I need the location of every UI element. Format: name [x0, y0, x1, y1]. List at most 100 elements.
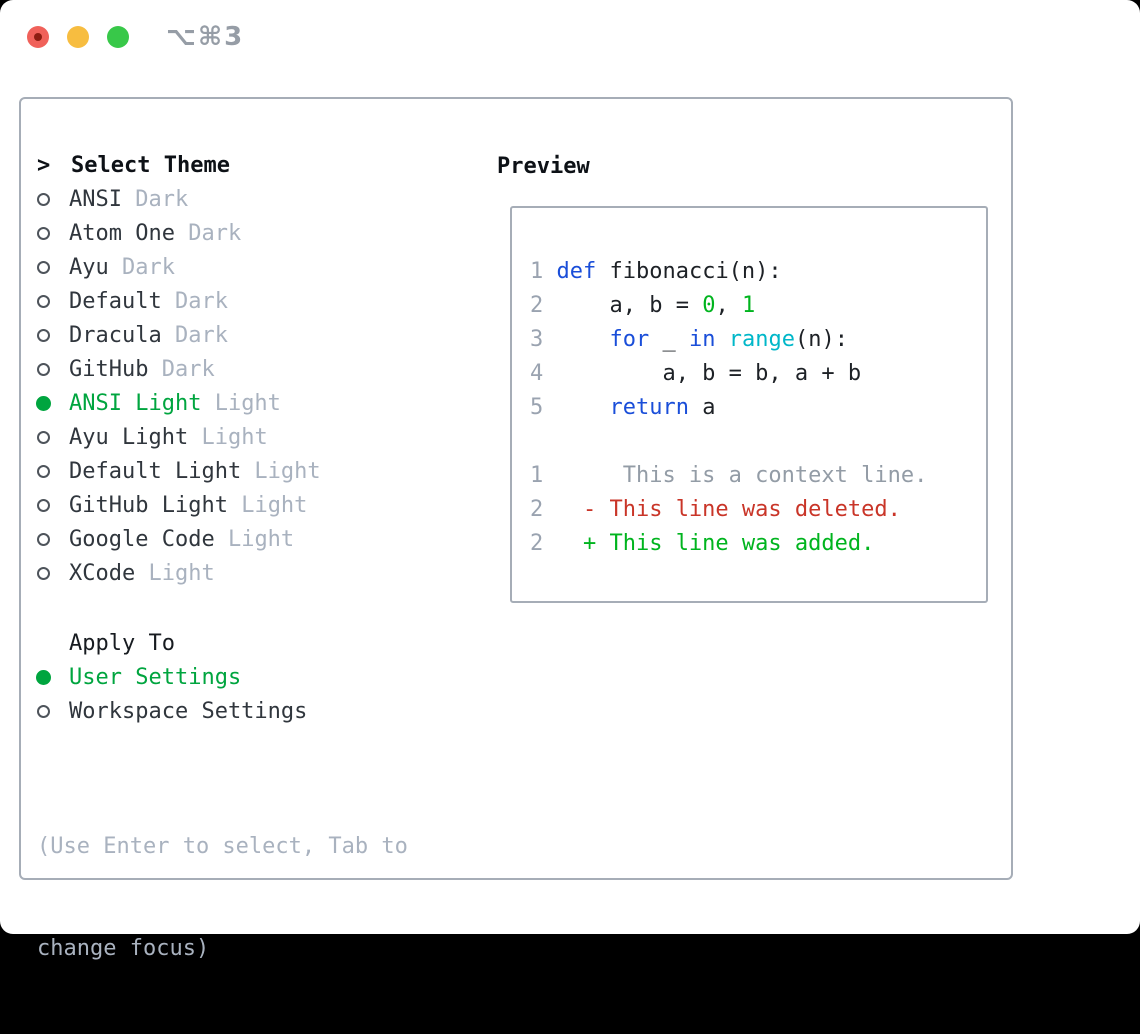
theme-option-default-dark[interactable]: Default Dark: [35, 284, 321, 318]
theme-variant-tag: Light: [135, 560, 215, 586]
apply-option-user-settings[interactable]: User Settings: [35, 660, 307, 694]
code-line: 1 def fibonacci(n):: [530, 255, 986, 289]
code-token: fibonacci(n):: [596, 259, 782, 284]
keyboard-hint-line-2: change focus): [37, 936, 210, 961]
code-token: 1: [741, 293, 756, 318]
radio-icon: [35, 226, 69, 240]
keyboard-hint-line-1: (Use Enter to select, Tab to: [37, 834, 408, 859]
radio-icon: [35, 192, 69, 206]
code-token: def: [556, 259, 597, 284]
code-token: _: [649, 327, 689, 352]
line-number: 2: [530, 293, 544, 318]
apply-to-title: Apply To: [69, 630, 175, 656]
line-number: 5: [530, 395, 544, 420]
radio-selected-icon: [35, 395, 69, 411]
code-token: in: [688, 327, 716, 352]
code-token: a, b = b, a + b: [556, 361, 862, 386]
radio-icon: [35, 498, 69, 512]
apply-option-workspace-settings[interactable]: Workspace Settings: [35, 694, 307, 728]
minimize-button[interactable]: [67, 26, 89, 48]
selection-cursor-icon: >: [37, 152, 51, 178]
apply-option-label: Workspace Settings: [69, 698, 308, 724]
radio-icon: [35, 464, 69, 478]
theme-option-ayu-light-light[interactable]: Ayu Light Light: [35, 420, 321, 454]
diff-line-context: 1 This is a context line.: [530, 459, 986, 493]
code-line: 2 a, b = 0, 1: [530, 289, 986, 323]
preview-diff: 1 This is a context line.2 - This line w…: [530, 459, 986, 561]
theme-variant-tag: Dark: [108, 254, 175, 280]
code-line: 3 for _ in range(n):: [530, 323, 986, 357]
code-token: 0: [702, 293, 716, 318]
radio-icon: [35, 328, 69, 342]
theme-option-ansi-dark[interactable]: ANSI Dark: [35, 182, 321, 216]
select-theme-title: Select Theme: [71, 152, 230, 178]
theme-option-default-light-light[interactable]: Default Light Light: [35, 454, 321, 488]
keyboard-hint: (Use Enter to select, Tab to change focu…: [37, 762, 408, 1034]
line-number: 1: [530, 463, 544, 488]
unsaved-indicator-dot-icon: [34, 33, 42, 41]
code-token: a, b =: [556, 293, 703, 318]
theme-variant-tag: Dark: [121, 186, 189, 212]
theme-option-xcode-light[interactable]: XCode Light: [35, 556, 321, 590]
line-number: 2: [530, 497, 544, 522]
theme-name: Ayu Light: [69, 424, 189, 450]
zoom-button[interactable]: [107, 26, 129, 48]
code-line: 4 a, b = b, a + b: [530, 357, 986, 391]
theme-name: Default Light: [69, 458, 242, 484]
theme-name: ANSI: [69, 186, 122, 212]
code-token: ,: [715, 293, 742, 318]
radio-icon: [35, 260, 69, 274]
theme-option-ayu-dark[interactable]: Ayu Dark: [35, 250, 321, 284]
theme-variant-tag: Dark: [161, 288, 228, 314]
theme-name: Atom One: [69, 220, 175, 246]
window-title: ⌥⌘3: [166, 22, 245, 52]
diff-text: - This line was deleted.: [556, 497, 901, 522]
traffic-lights: [27, 26, 129, 48]
theme-variant-tag: Light: [201, 390, 281, 416]
apply-option-label: User Settings: [69, 664, 242, 690]
preview-title: Preview: [497, 154, 590, 179]
select-theme-header-row: > Select Theme: [35, 148, 321, 182]
theme-option-github-dark[interactable]: GitHub Dark: [35, 352, 321, 386]
theme-variant-tag: Dark: [161, 322, 228, 348]
code-line: 5 return a: [530, 391, 986, 425]
theme-name: Dracula: [69, 322, 162, 348]
close-button[interactable]: [27, 26, 49, 48]
diff-line-deleted: 2 - This line was deleted.: [530, 493, 986, 527]
theme-option-google-code-light[interactable]: Google Code Light: [35, 522, 321, 556]
code-token: [556, 395, 609, 420]
theme-option-atom-one-dark[interactable]: Atom One Dark: [35, 216, 321, 250]
preview-blank-line: [530, 425, 986, 459]
radio-icon: [35, 430, 69, 444]
diff-text: This is a context line.: [556, 463, 928, 488]
theme-variant-tag: Dark: [174, 220, 242, 246]
radio-icon: [35, 532, 69, 546]
theme-option-github-light-light[interactable]: GitHub Light Light: [35, 488, 321, 522]
radio-icon: [35, 704, 69, 718]
line-number: 1: [530, 259, 544, 284]
theme-variant-tag: Light: [241, 458, 321, 484]
diff-line-added: 2 + This line was added.: [530, 527, 986, 561]
code-token: a: [688, 395, 716, 420]
radio-icon: [35, 294, 69, 308]
theme-variant-tag: Light: [188, 424, 268, 450]
code-token: return: [609, 395, 689, 420]
theme-name: GitHub: [69, 356, 149, 382]
theme-name: XCode: [69, 560, 136, 586]
radio-selected-icon: [35, 669, 69, 685]
diff-text: + This line was added.: [556, 531, 875, 556]
theme-option-ansi-light-light[interactable]: ANSI Light Light: [35, 386, 321, 420]
theme-variant-tag: Light: [214, 526, 295, 552]
radio-icon: [35, 566, 69, 580]
theme-option-dracula-dark[interactable]: Dracula Dark: [35, 318, 321, 352]
theme-variant-tag: Light: [227, 492, 308, 518]
theme-name: Default: [69, 288, 162, 314]
